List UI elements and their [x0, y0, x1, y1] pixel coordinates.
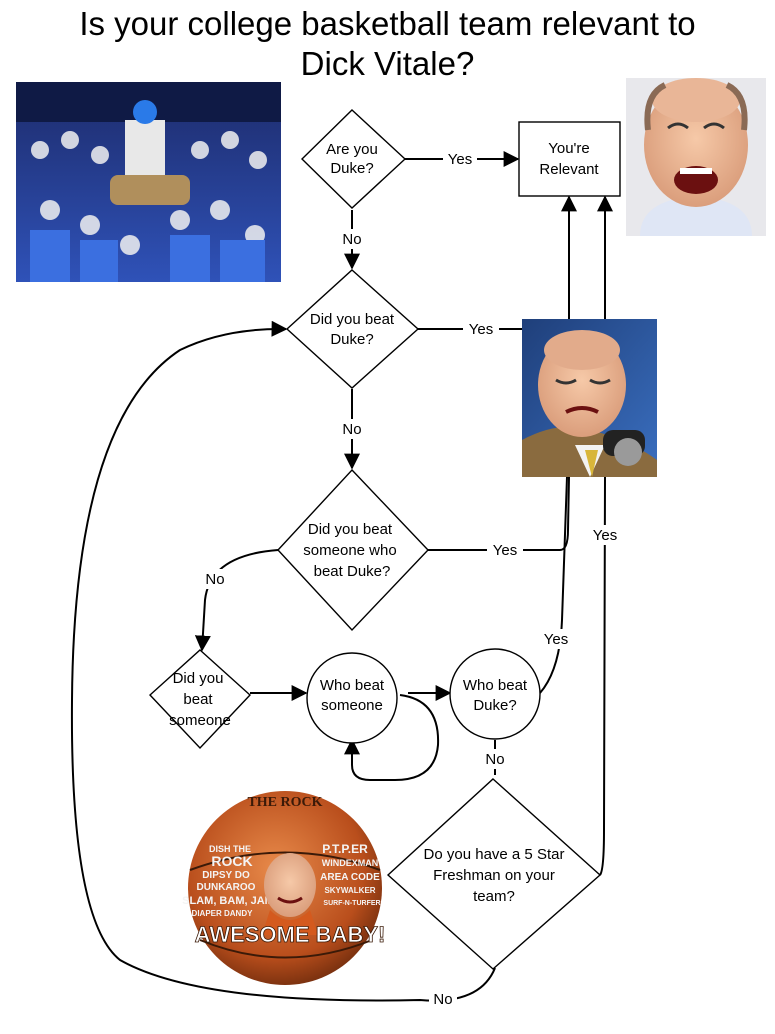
- svg-text:Yes: Yes: [493, 542, 517, 559]
- edge-beat-someone-who-yes: [428, 476, 570, 551]
- node-who-beat-duke: Who beat Duke?: [449, 648, 541, 740]
- ball-word: WINDEXMAN: [322, 858, 379, 868]
- edge-label-e5: Yes: [487, 540, 523, 560]
- svg-text:No: No: [205, 571, 224, 588]
- basketball-left-words: DISH THE ROCK DIPSY DO DUNKAROO SLAM, BA…: [182, 844, 274, 918]
- svg-text:Freshman on your: Freshman on your: [433, 867, 555, 884]
- svg-text:Relevant: Relevant: [539, 161, 599, 178]
- edge-who-beat-someone-loop: [344, 694, 440, 781]
- svg-text:someone: someone: [169, 712, 231, 729]
- svg-text:Duke?: Duke?: [330, 331, 373, 348]
- svg-text:Did you beat: Did you beat: [308, 521, 393, 538]
- svg-text:Do you have a 5 Star: Do you have a 5 Star: [424, 846, 565, 863]
- svg-text:someone: someone: [321, 697, 383, 714]
- svg-text:Did you beat: Did you beat: [310, 311, 395, 328]
- svg-text:Who beat: Who beat: [463, 677, 528, 694]
- basketball-top-text: THE ROCK: [247, 795, 322, 810]
- svg-text:You're: You're: [548, 140, 590, 157]
- svg-text:beat Duke?: beat Duke?: [314, 563, 391, 580]
- ball-word: DIAPER DANDY: [192, 909, 254, 918]
- ball-word: ROCK: [211, 853, 252, 869]
- ball-word: DIPSY DO: [202, 870, 250, 881]
- node-are-you-duke: Are you Duke?: [300, 109, 407, 209]
- svg-text:team?: team?: [473, 888, 515, 905]
- basketball-image: THE ROCK DISH THE ROCK DIPSY DO DUNKAROO…: [182, 791, 386, 985]
- svg-text:Who beat: Who beat: [320, 677, 385, 694]
- svg-text:Did you: Did you: [173, 670, 224, 687]
- ball-word: P.T.P.ER: [322, 842, 368, 856]
- svg-text:Yes: Yes: [448, 151, 472, 168]
- edge-label-e13: No: [429, 989, 457, 1009]
- ball-word: DUNKAROO: [197, 882, 256, 893]
- edge-label-e4: No: [338, 419, 366, 439]
- edge-five-star-no-loop: [70, 320, 496, 1002]
- svg-text:No: No: [342, 231, 361, 248]
- ball-word: SKYWALKER: [324, 886, 375, 895]
- edge-label-e6: No: [201, 569, 229, 589]
- svg-text:Yes: Yes: [544, 631, 568, 648]
- crowd-photo: [16, 82, 281, 282]
- title-line-2: Dick Vitale?: [300, 45, 475, 82]
- basketball-bottom-text: AWESOME BABY!: [195, 922, 386, 947]
- node-five-star-freshman: Do you have a 5 Star Freshman on your te…: [386, 778, 602, 970]
- edge-who-beat-duke-yes: [539, 476, 568, 694]
- page-title: Is your college basketball team relevant…: [0, 4, 775, 84]
- node-beat-someone-who-beat-duke: Did you beat someone who beat Duke?: [277, 468, 429, 632]
- edge-label-e11: No: [481, 749, 509, 769]
- svg-text:No: No: [433, 991, 452, 1008]
- node-youre-relevant: You're Relevant: [518, 121, 621, 197]
- ball-word: SLAM, BAM, JAM: [182, 895, 274, 907]
- svg-text:No: No: [342, 421, 361, 438]
- svg-text:Duke?: Duke?: [473, 697, 516, 714]
- edge-label-e10: Yes: [538, 629, 574, 649]
- vitale-laughing-photo: [626, 78, 766, 236]
- title-line-1: Is your college basketball team relevant…: [79, 5, 696, 42]
- ball-word: SURF-N-TURFER: [323, 900, 380, 907]
- edge-beat-someone-who-no: [194, 549, 279, 652]
- node-did-you-beat-duke: Did you beat Duke?: [285, 269, 420, 389]
- svg-text:Yes: Yes: [469, 321, 493, 338]
- svg-text:beat: beat: [183, 691, 213, 708]
- svg-text:Yes: Yes: [593, 527, 617, 544]
- edge-label-e12: Yes: [587, 525, 623, 545]
- svg-text:No: No: [485, 751, 504, 768]
- svg-text:Duke?: Duke?: [330, 160, 373, 177]
- basketball-right-words: P.T.P.ER WINDEXMAN AREA CODE SKYWALKER S…: [320, 842, 380, 907]
- node-who-beat-someone: Who beat someone: [306, 652, 398, 744]
- vitale-crying-photo: [522, 319, 657, 477]
- edge-label-e3: Yes: [463, 319, 499, 339]
- edge-five-star-yes: [599, 476, 606, 876]
- ball-word: DISH THE: [209, 844, 251, 854]
- svg-text:someone who: someone who: [303, 542, 396, 559]
- node-did-you-beat-someone: Did you beat someone: [148, 649, 252, 750]
- svg-text:Are you: Are you: [326, 141, 378, 158]
- edge-label-e2: No: [338, 229, 366, 249]
- edge-label-e1: Yes: [443, 149, 477, 169]
- ball-word: AREA CODE: [320, 872, 380, 883]
